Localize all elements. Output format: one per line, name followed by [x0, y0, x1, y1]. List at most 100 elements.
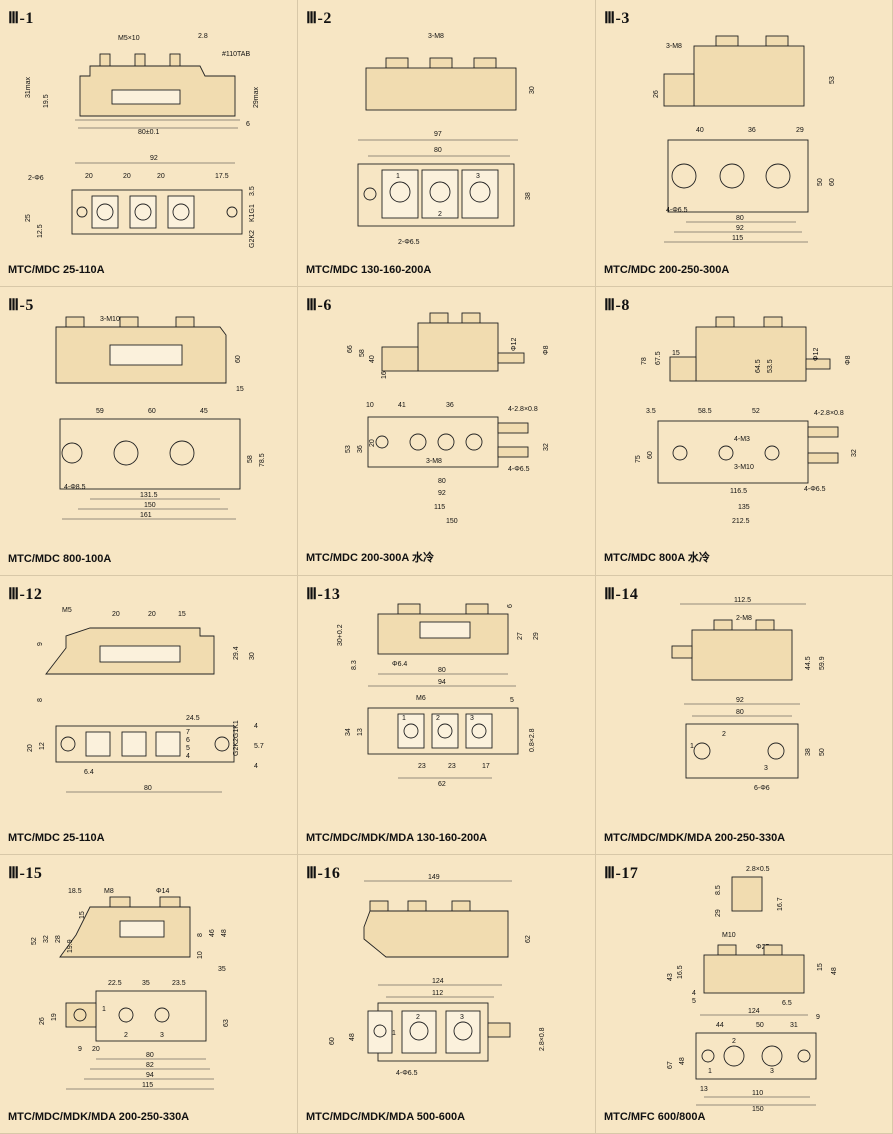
dimension-label: 35: [142, 980, 150, 987]
dimension-label: 150: [752, 1106, 764, 1113]
dimension-label: 44.5: [805, 656, 812, 670]
dimension-label: 1: [102, 1006, 106, 1013]
dimension-label: 31: [790, 1022, 798, 1029]
dimension-label: 8.3: [351, 660, 358, 670]
dimension-label: 110: [752, 1090, 763, 1097]
dimension-label: 2: [124, 1032, 128, 1039]
dimension-label: 32: [851, 449, 858, 457]
dimension-label: 9: [78, 1046, 82, 1053]
dimension-label: 112.5: [734, 597, 751, 604]
dimension-label: 92: [736, 697, 744, 704]
dimension-label: 4-Φ6.5: [508, 466, 530, 473]
dimension-label: 115: [142, 1082, 153, 1089]
dimension-label: 92: [438, 490, 446, 497]
panel-code: Ⅲ-1: [8, 10, 34, 27]
dimension-label: 26: [39, 1017, 46, 1025]
dimension-label: 17.5: [215, 173, 229, 180]
dimension-label: 78: [641, 357, 648, 365]
dimension-label: 2: [732, 1038, 736, 1045]
dimension-label: 66: [347, 345, 354, 353]
dimension-label: 52: [752, 408, 760, 415]
dimension-label: 17: [482, 763, 490, 770]
dimension-label: 24.5: [186, 715, 200, 722]
dimension-label: M6: [416, 695, 426, 702]
dimension-label: 6.5: [782, 1000, 792, 1007]
dimension-label: 60: [235, 355, 242, 363]
dimension-label: #110TAB: [222, 51, 250, 58]
model-label: MTC/MDC 200-300A 水冷: [306, 552, 434, 564]
dimension-label: 60: [647, 451, 654, 459]
dimension-label: 6.4: [84, 769, 94, 776]
dimension-label: 124: [432, 978, 444, 985]
dimension-label: 43: [667, 973, 674, 981]
dimension-label: Φ25: [756, 944, 769, 951]
panel-code: Ⅲ-13: [306, 586, 341, 603]
dimension-label: 2-M8: [736, 615, 752, 622]
dimension-label: 3.5: [249, 186, 256, 196]
panel-code: Ⅲ-3: [604, 10, 630, 27]
dimension-label: K1G1: [249, 204, 256, 222]
dimension-label: 0.8×2.8: [529, 728, 536, 752]
panel-iii-15: Ⅲ-15 18.5 M8 Φ14 15 52 32 28 19.9 8 46 4…: [0, 855, 298, 1134]
dimension-label: 150: [144, 502, 156, 509]
dimension-label: 131.5: [140, 492, 158, 499]
dimension-label: 4: [254, 763, 258, 770]
model-label: MTC/MDC 25-110A: [8, 264, 105, 276]
dimension-label: 5.7: [254, 743, 264, 750]
dimension-label: 58: [247, 455, 254, 463]
dimension-label: 60: [829, 178, 836, 186]
dimension-label: 19.5: [43, 94, 50, 108]
dimension-label: 80: [146, 1052, 154, 1059]
dimension-label: 23: [418, 763, 426, 770]
dimension-label: 3: [476, 173, 480, 180]
dimension-label: 1: [392, 1030, 396, 1037]
dimension-label: 20: [92, 1046, 100, 1053]
dimension-label: 115: [732, 235, 743, 242]
dimension-label: Φ6.4: [392, 661, 407, 668]
dimension-label: Φ8: [845, 355, 852, 365]
dimension-label: 3.5: [646, 408, 656, 415]
dimension-label: 15: [817, 963, 824, 971]
dimension-label: 67: [667, 1061, 674, 1069]
dimension-label: M8: [104, 888, 114, 895]
dimension-label: 19: [51, 1013, 58, 1021]
dimension-label: 52: [31, 937, 38, 945]
dimension-label: 28: [55, 935, 62, 943]
dimension-label: 59: [96, 408, 104, 415]
dimension-label: 26: [653, 90, 660, 98]
dimension-label: 3: [764, 765, 768, 772]
dimension-label: 30: [529, 86, 536, 94]
dimension-label: 58.5: [698, 408, 712, 415]
dimension-label: 36: [446, 402, 454, 409]
dimension-label: 2: [722, 731, 726, 738]
model-label: MTC/MDC/MDK/MDA 200-250-330A: [8, 1111, 190, 1123]
dimension-label: 124: [748, 1008, 760, 1015]
dimension-label: 116.5: [730, 488, 747, 495]
dimension-label: 6: [507, 604, 514, 608]
dimension-label: 50: [819, 748, 826, 756]
dimension-label: M10: [722, 932, 736, 939]
dimension-label: 10: [366, 402, 374, 409]
dimension-label: 40: [696, 127, 704, 134]
dimension-label: 36: [357, 445, 364, 453]
dimension-label: 4-Φ6.5: [396, 1070, 418, 1077]
dimension-label: 3-M8: [426, 458, 442, 465]
dimension-label: 10: [197, 951, 204, 959]
panel-iii-1: Ⅲ-1 M5×10 2.8 #110TAB 80±0.1 31max 19.5 …: [0, 0, 298, 287]
dimension-label: 36: [748, 127, 756, 134]
dimension-label: 4: [692, 990, 696, 997]
model-label: MTC/MDC/MDK/MDA 200-250-330A: [604, 832, 786, 844]
dimension-label: 80: [144, 785, 152, 792]
model-label: MTC/MDC/MDK/MDA 130-160-200A: [306, 832, 488, 844]
dimension-label: 12: [39, 742, 46, 750]
dimension-label: 60: [329, 1037, 336, 1045]
panel-code: Ⅲ-14: [604, 586, 639, 603]
model-label: MTC/MFC 600/800A: [604, 1111, 706, 1123]
dimension-label: 212.5: [732, 518, 750, 525]
dimension-label: 50: [756, 1022, 764, 1029]
dimension-label: 20: [112, 611, 120, 618]
